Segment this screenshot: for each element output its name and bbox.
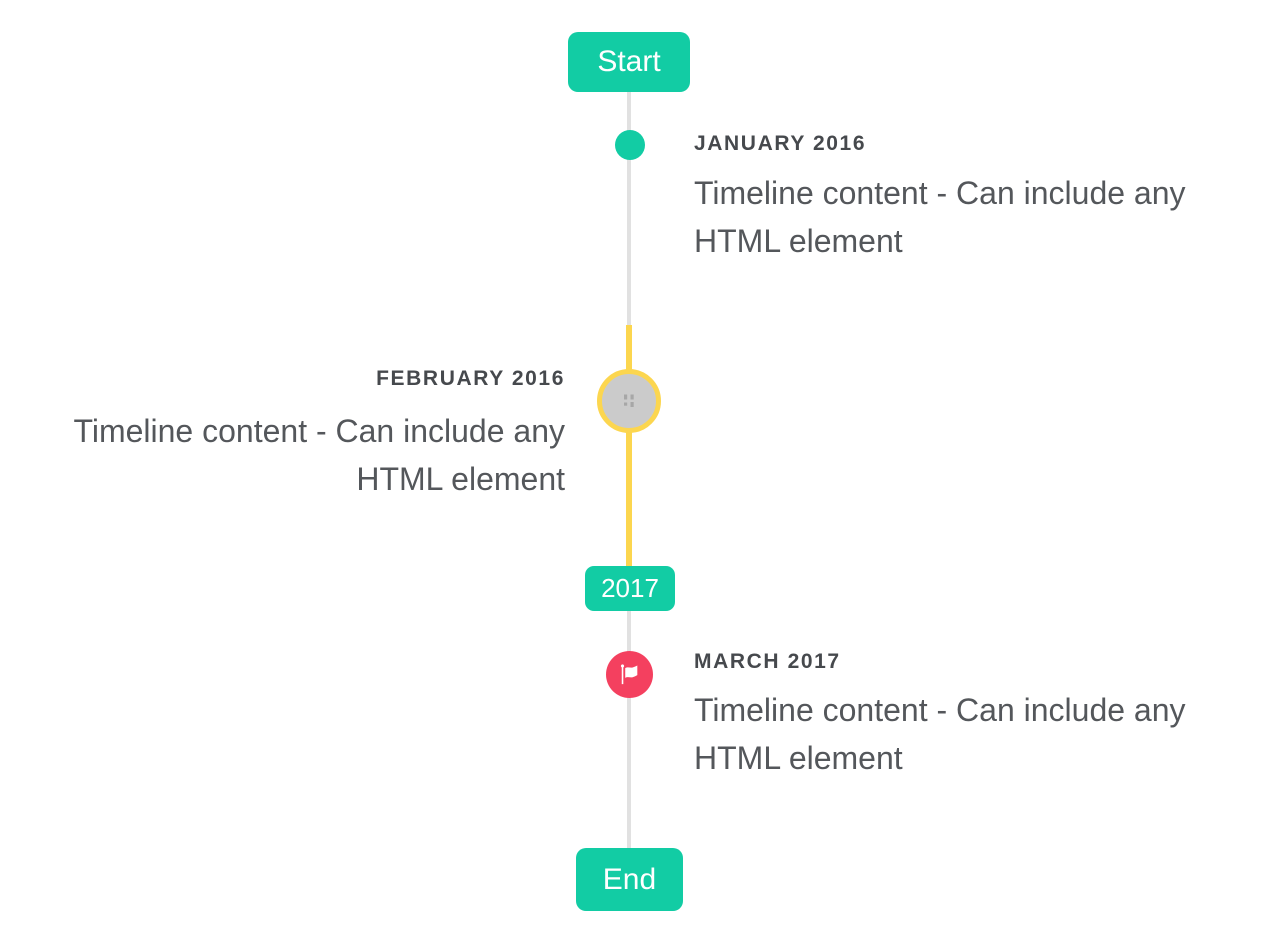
broken-image-icon [621, 393, 638, 409]
year-badge: 2017 [585, 566, 675, 611]
february-event-disc [597, 369, 661, 433]
january-content: Timeline content - Can include any HTML … [694, 169, 1186, 265]
march-content-line-2: HTML element [694, 740, 903, 776]
end-badge: End [576, 848, 683, 911]
march-event-dot [606, 651, 653, 698]
january-event-dot [615, 130, 645, 160]
timeline-line-highlight [626, 325, 632, 566]
january-title: JANUARY 2016 [694, 132, 867, 155]
february-content-line-2: HTML element [356, 461, 565, 497]
february-title: FEBRUARY 2016 [376, 367, 565, 390]
january-content-line-2: HTML element [694, 223, 903, 259]
january-content-line-1: Timeline content - Can include any [694, 175, 1186, 211]
flag-icon [617, 662, 642, 687]
march-title: MARCH 2017 [694, 650, 841, 673]
march-content-line-1: Timeline content - Can include any [694, 692, 1186, 728]
february-content: Timeline content - Can include any HTML … [73, 407, 565, 503]
march-content: Timeline content - Can include any HTML … [694, 686, 1186, 782]
february-content-line-1: Timeline content - Can include any [73, 413, 565, 449]
start-badge: Start [568, 32, 690, 92]
